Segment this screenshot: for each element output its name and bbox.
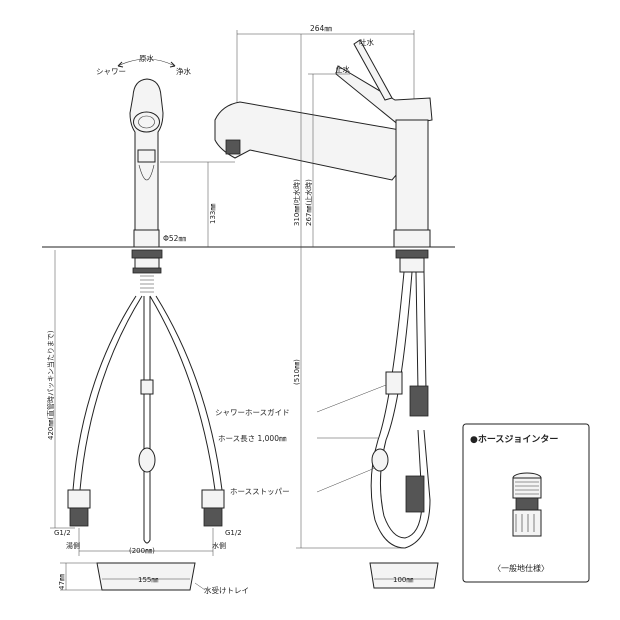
supply-hoses-outer [72,295,223,491]
arc-arrow-left [117,61,124,68]
spray-outline [138,164,155,181]
label-510: (510㎜) [293,359,301,385]
hose-guide [385,371,403,395]
label-water-tray: 水受けトレイ [204,585,249,595]
label-hose-length: ホース長さ 1,000㎜ [218,434,287,443]
label-source-water: 原水 [139,53,154,63]
water-tray-right [369,562,439,589]
supply-hoses [79,295,216,491]
spout-head-front [133,111,160,133]
tray-leader [194,582,206,591]
hose-jointer-icon [512,472,542,537]
label-155: 155㎜ [138,576,158,584]
base-front [133,229,160,248]
lever-arc [117,58,176,67]
label-phi52: Φ52㎜ [163,234,186,243]
label-100: 100㎜ [393,576,413,584]
hot-connector [67,489,91,509]
label-g12-right: G1/2 [225,529,242,537]
water-tray-left [96,562,196,591]
spray-face [137,149,156,163]
label-47: 47㎜ [58,574,66,590]
guide-leader [316,384,387,413]
label-310: 310㎜(吐水時) [292,179,301,226]
label-general-spec: 〈一般地仕様〉 [493,563,549,573]
shank-nut [131,249,163,259]
label-264: 264㎜ [310,24,332,33]
label-g12-left: G1/2 [54,529,71,537]
arc-arrow-right [169,61,176,68]
label-spout-water: 吐水 [359,37,374,47]
spring-lines [140,275,154,293]
front-view [50,58,235,556]
label-shower: シャワー [96,67,126,76]
stopper-leader [316,467,376,493]
spout-side [214,101,403,181]
side-connector [409,385,429,417]
spout-head-inner [138,115,155,129]
hot-nut [69,507,89,527]
supply-hose-side [415,271,427,391]
shank-side-body [399,257,425,273]
label-267: 267㎜(止水時) [304,179,313,226]
base-side [393,229,431,248]
label-cold-side: 水側 [212,541,226,550]
label-purified: 浄水 [176,66,191,76]
lever-up [353,39,393,101]
label-hot-side: 湯側 [66,541,80,550]
hose-clip [140,379,154,395]
label-420: 420㎜(直管時パッキン当たりまで) [46,330,55,440]
shank-nut-lower [132,267,162,274]
cold-nut [203,507,223,527]
label-133: 133㎜ [209,204,217,224]
cold-connector [201,489,225,509]
label-hose-jointer-title: ●ホースジョインター [470,433,558,445]
label-stop-water: 止水 [335,64,350,74]
label-hose-stopper: ホースストッパー [230,487,290,496]
side-view [214,30,433,549]
hose-weight [138,447,156,473]
shank-side [395,249,429,259]
label-shower-hose-guide: シャワーホースガイド [215,407,290,417]
center-hose [143,296,151,544]
side-connector-lower [405,475,425,513]
spout-nozzle [225,139,241,155]
hose-stopper-part [371,448,389,472]
label-200: (200㎜) [129,547,155,555]
column-side [395,119,429,233]
